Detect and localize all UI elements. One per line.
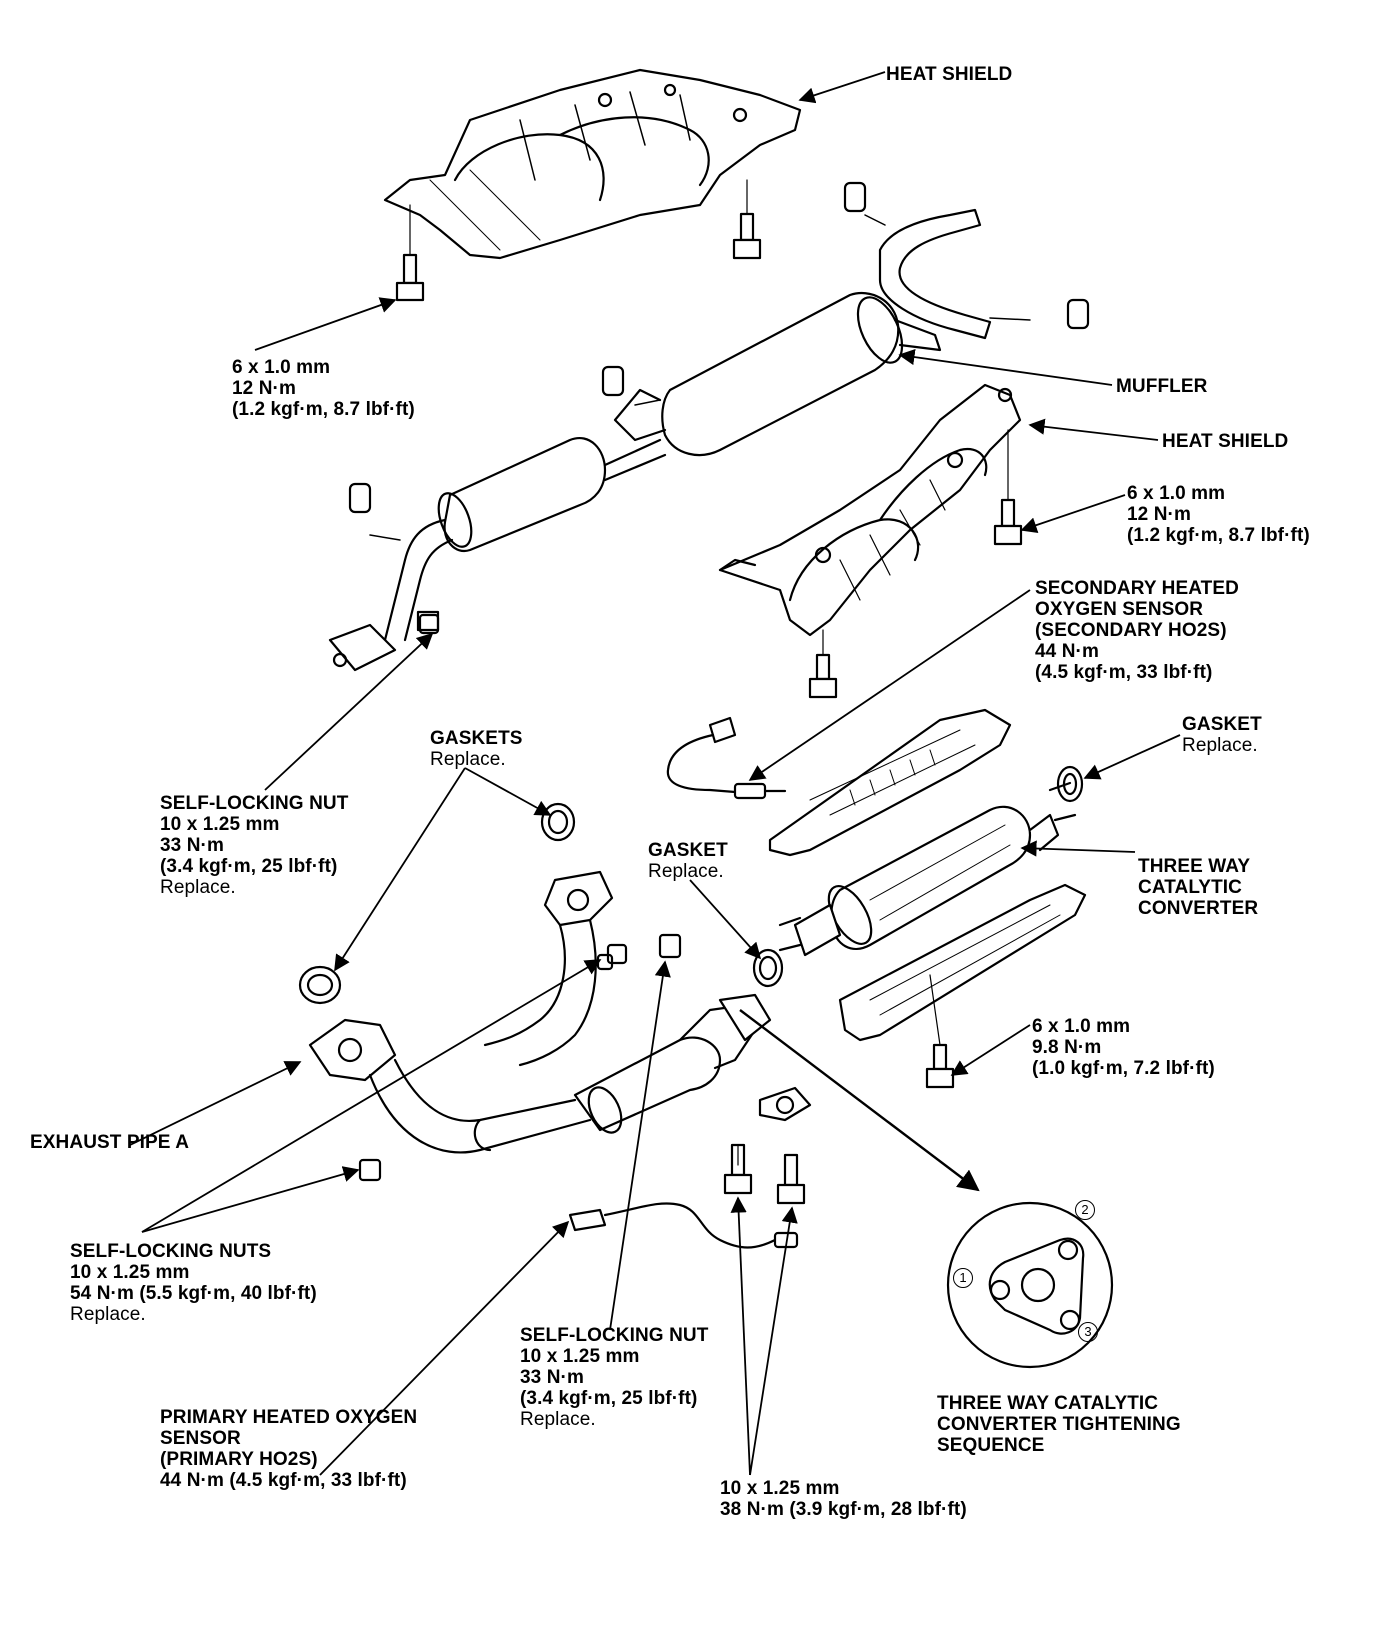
bracket-and-bolts — [723, 1086, 812, 1205]
label-gaskets: GASKETS Replace. — [430, 728, 523, 770]
label-heat-shield-top: HEAT SHIELD — [886, 64, 1013, 85]
catalytic-converter-lower-shield — [838, 883, 1087, 1042]
label-self-locking-nut-center: SELF-LOCKING NUT 10 x 1.25 mm 33 N·m (3.… — [520, 1325, 709, 1430]
label-tightening-sequence: THREE WAY CATALYTIC CONVERTER TIGHTENING… — [937, 1393, 1181, 1456]
sequence-number-2: 2 — [1075, 1200, 1095, 1220]
top-heat-shield — [383, 68, 802, 260]
primary-oxygen-sensor — [568, 1202, 799, 1249]
tightening-sequence-detail — [946, 1201, 1114, 1369]
right-heat-shield — [718, 383, 1022, 637]
top-heat-shield-bolts — [395, 179, 762, 302]
label-muffler: MUFFLER — [1116, 376, 1208, 397]
label-primary-ho2s: PRIMARY HEATED OXYGEN SENSOR (PRIMARY HO… — [160, 1407, 418, 1491]
lower-shield-bolt — [925, 974, 955, 1089]
sequence-number-3: 3 — [1078, 1322, 1098, 1342]
label-bolt-lower-right: 6 x 1.0 mm 9.8 N·m (1.0 kgf·m, 7.2 lbf·f… — [1032, 1016, 1215, 1079]
secondary-oxygen-sensor — [666, 716, 787, 800]
leader-lines — [129, 71, 1181, 1476]
mid-pipe-resonator — [328, 437, 667, 672]
label-bolt-right: 6 x 1.0 mm 12 N·m (1.2 kgf·m, 8.7 lbf·ft… — [1127, 483, 1310, 546]
label-exhaust-pipe-a: EXHAUST PIPE A — [30, 1132, 190, 1153]
label-gasket-center: GASKET Replace. — [648, 840, 728, 882]
label-secondary-ho2s: SECONDARY HEATED OXYGEN SENSOR (SECONDAR… — [1035, 578, 1239, 683]
label-three-way-catalytic-converter: THREE WAY CATALYTIC CONVERTER — [1138, 856, 1259, 919]
label-bolts-bottom: 10 x 1.25 mm 38 N·m (3.9 kgf·m, 28 lbf·f… — [720, 1478, 967, 1520]
label-gasket-right: GASKET Replace. — [1182, 714, 1262, 756]
sequence-number-1: 1 — [953, 1268, 973, 1288]
label-heat-shield-right: HEAT SHIELD — [1162, 431, 1289, 452]
muffler — [601, 291, 942, 457]
three-way-catalytic-converter — [778, 781, 1077, 957]
catalytic-converter-upper-shield — [768, 708, 1012, 857]
gaskets — [298, 765, 1084, 1005]
label-self-locking-nut-left: SELF-LOCKING NUT 10 x 1.25 mm 33 N·m (3.… — [160, 793, 349, 898]
tailpipe — [843, 181, 1090, 340]
right-heat-shield-bolts — [808, 429, 1023, 699]
label-bolt-top: 6 x 1.0 mm 12 N·m (1.2 kgf·m, 8.7 lbf·ft… — [232, 357, 415, 420]
label-self-locking-nuts: SELF-LOCKING NUTS 10 x 1.25 mm 54 N·m (5… — [70, 1241, 317, 1325]
exhaust-pipe-a — [308, 870, 772, 1154]
